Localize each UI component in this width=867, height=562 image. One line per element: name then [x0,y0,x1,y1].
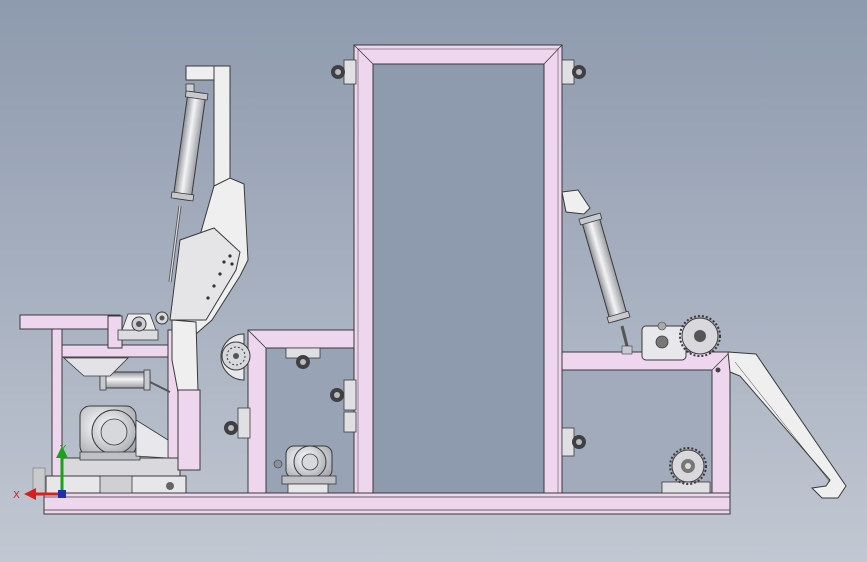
base-beam [43,492,731,515]
bearing-tower-top-left [331,59,357,85]
left-bearing-block [117,313,159,341]
discharge-chute [727,351,847,499]
triad-x-label: X [13,490,20,501]
bearing-units [220,59,711,494]
bearing-tower-top-right [561,59,586,85]
left-feed-frame [19,314,187,494]
bearing-left-frame-left [224,407,251,439]
right-gear-assembly [621,315,721,361]
right-low-frame [561,351,731,494]
press-arm-post [155,65,249,471]
bearing-left-frame-top [285,347,321,369]
triad-y-label: Y [59,444,67,455]
left-motor [79,405,169,461]
feed-cylinder [62,357,171,393]
bearing-tower-low-right [561,427,586,457]
middle-motor [273,445,337,494]
roller-wheel-left [220,333,251,381]
bottom-right-gear [669,447,707,485]
coordinate-triad: X Y [13,444,68,501]
press-cylinder [168,83,209,283]
center-tower-frame [353,44,563,494]
bearing-right-frame-bottom [661,481,711,494]
right-cylinder [561,189,631,351]
bearing-tower-low-left [343,411,357,433]
bearing-tower-mid-left [330,379,357,411]
